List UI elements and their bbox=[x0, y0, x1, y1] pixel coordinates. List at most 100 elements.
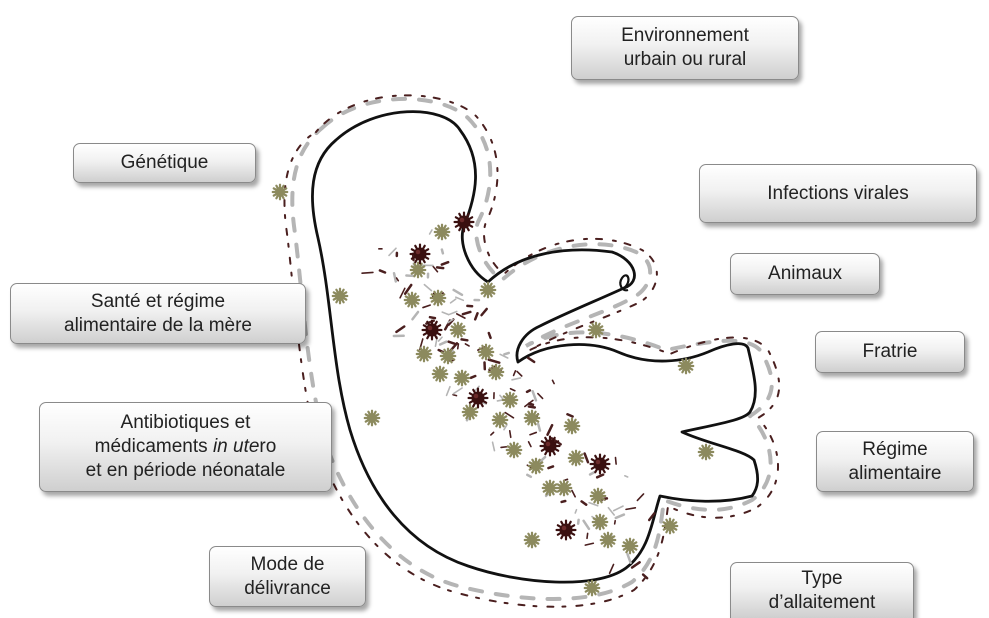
microbe-olive bbox=[433, 367, 448, 382]
factor-sante-mere: Santé et régime alimentaire de la mère bbox=[10, 283, 306, 344]
inner-dash bbox=[529, 407, 535, 408]
factor-antibiotiques-line2: médicaments in utero bbox=[95, 435, 277, 459]
inner-dash bbox=[643, 575, 647, 579]
inner-dash bbox=[511, 389, 515, 391]
inner-dash bbox=[500, 395, 503, 398]
inner-dash bbox=[463, 312, 470, 314]
factor-animaux: Animaux bbox=[730, 253, 880, 295]
inner-dash bbox=[582, 501, 587, 504]
inner-dash bbox=[449, 311, 457, 314]
factor-environnement-line2: urbain ou rural bbox=[624, 48, 747, 72]
microbe-olive bbox=[489, 365, 504, 380]
inner-dash bbox=[440, 342, 446, 345]
microbe-olive bbox=[365, 411, 380, 426]
inner-dash bbox=[527, 475, 531, 477]
inner-dash bbox=[482, 309, 487, 315]
inner-dash bbox=[548, 425, 553, 434]
microbe-layer bbox=[273, 185, 714, 596]
factor-genetique: Génétique bbox=[73, 143, 256, 183]
microbe-olive bbox=[593, 515, 608, 530]
microbe-olive bbox=[663, 519, 678, 534]
factor-fratrie-line1: Fratrie bbox=[863, 340, 918, 364]
microbe-olive bbox=[623, 539, 638, 554]
inner-dash bbox=[442, 250, 443, 254]
microbe-dark bbox=[455, 213, 474, 232]
inner-dash bbox=[590, 472, 594, 474]
microbe-olive bbox=[479, 345, 494, 360]
factor-antibiotiques-line1: Antibiotiques et bbox=[121, 411, 251, 435]
microbe-olive bbox=[405, 293, 420, 308]
inner-dash bbox=[491, 432, 494, 435]
inner-dash bbox=[389, 248, 396, 255]
microbe-olive bbox=[565, 419, 580, 434]
factor-regime-line2: alimentaire bbox=[849, 462, 942, 486]
microbe-dark bbox=[469, 389, 488, 408]
microbe-olive bbox=[481, 283, 496, 298]
factor-infections-line1: Infections virales bbox=[767, 182, 909, 206]
microbe-olive bbox=[525, 533, 540, 548]
inner-dash bbox=[527, 390, 530, 391]
microbe-olive bbox=[525, 411, 540, 426]
microbe-olive bbox=[601, 533, 616, 548]
microbe-dark bbox=[591, 455, 610, 474]
factor-mode-line2: délivrance bbox=[244, 577, 331, 601]
inner-dash bbox=[453, 395, 456, 396]
inner-dash bbox=[548, 466, 553, 468]
factor-mode-delivrance: Mode de délivrance bbox=[209, 546, 366, 607]
inner-dash bbox=[475, 313, 477, 319]
inner-dash bbox=[430, 317, 435, 318]
inner-dash bbox=[625, 476, 628, 477]
inner-dash bbox=[585, 543, 593, 545]
inner-dash bbox=[394, 273, 396, 281]
inner-dash bbox=[424, 285, 431, 291]
inner-dash bbox=[615, 521, 616, 524]
inner-dash bbox=[514, 371, 516, 376]
inner-dash bbox=[517, 371, 522, 376]
inner-dash bbox=[538, 424, 540, 431]
inner-dash bbox=[529, 404, 533, 405]
inner-dash bbox=[449, 342, 455, 344]
inner-dash bbox=[462, 339, 468, 340]
inner-dash bbox=[504, 425, 507, 430]
inner-dash bbox=[439, 337, 442, 341]
inner-dash bbox=[529, 442, 531, 447]
microbe-olive bbox=[417, 347, 432, 362]
factor-allaitement-line2: d’allaitement bbox=[769, 591, 876, 615]
microbe-olive bbox=[503, 393, 518, 408]
microbe-olive bbox=[507, 443, 522, 458]
inner-dash bbox=[575, 510, 576, 513]
inner-dash bbox=[608, 508, 614, 515]
inner-dash bbox=[493, 442, 495, 450]
factor-antibiotiques: Antibiotiques et médicaments in utero et… bbox=[39, 402, 332, 492]
inner-dash bbox=[533, 391, 536, 400]
inner-dash bbox=[456, 297, 463, 300]
microbe-olive bbox=[455, 371, 470, 386]
inner-dash bbox=[510, 431, 511, 437]
inner-dash bbox=[589, 503, 598, 506]
inner-dash bbox=[597, 475, 603, 478]
inner-dash bbox=[615, 458, 616, 464]
inner-dash bbox=[423, 305, 430, 307]
inner-dash bbox=[471, 376, 475, 378]
factor-fratrie: Fratrie bbox=[815, 331, 965, 373]
factor-allaitement: Type d’allaitement bbox=[730, 562, 914, 618]
inner-dash bbox=[528, 358, 534, 362]
inner-dash bbox=[380, 270, 385, 272]
microbe-olive bbox=[333, 289, 348, 304]
inner-dash bbox=[610, 564, 614, 573]
inner-dash bbox=[626, 508, 635, 510]
microbe-olive bbox=[569, 451, 584, 466]
factor-sante-mere-line1: Santé et régime bbox=[91, 290, 225, 314]
inner-dash bbox=[562, 501, 566, 502]
factor-antibiotiques-line3: et en période néonatale bbox=[86, 459, 286, 483]
microbe-dark bbox=[557, 521, 576, 540]
inner-dash bbox=[489, 360, 499, 363]
microbe-olive bbox=[435, 225, 450, 240]
factor-regime-line1: Régime bbox=[862, 438, 927, 462]
microbe-olive bbox=[451, 323, 466, 338]
inner-dash bbox=[567, 414, 572, 416]
factor-environnement-line1: Environnement bbox=[621, 24, 749, 48]
inner-dash bbox=[396, 327, 404, 332]
inner-dash bbox=[412, 312, 418, 319]
inner-dash bbox=[585, 453, 588, 462]
